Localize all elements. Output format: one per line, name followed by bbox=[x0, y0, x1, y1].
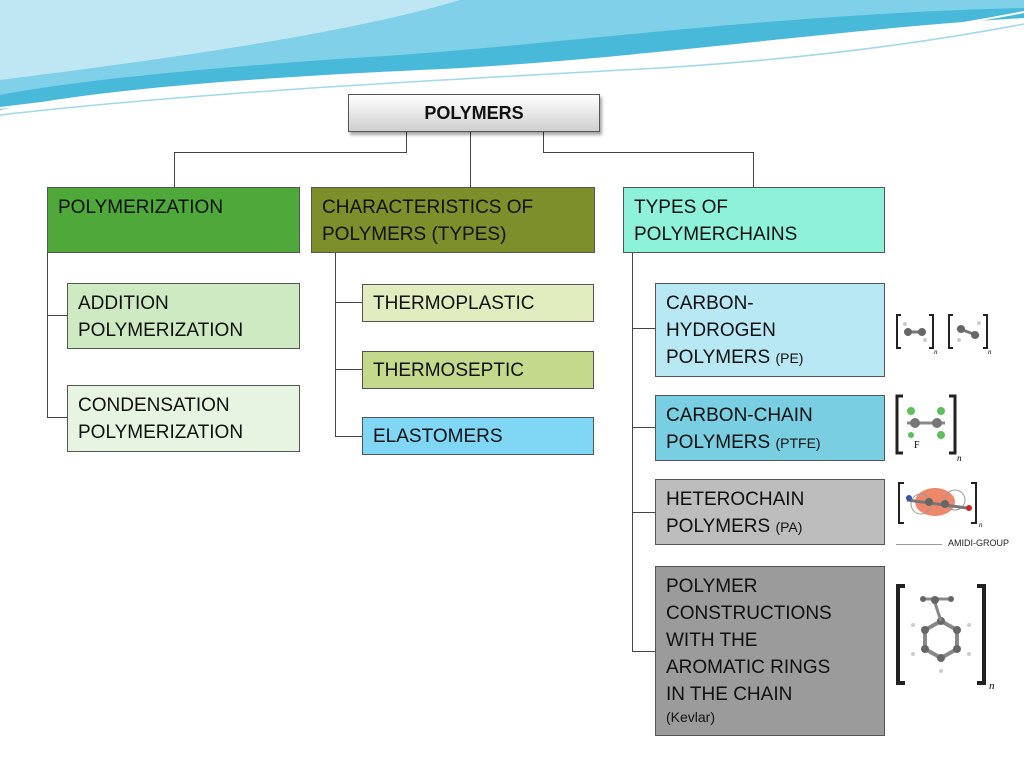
elastomers-box: ELASTOMERS bbox=[362, 417, 594, 455]
repeat-n-label: n bbox=[957, 453, 962, 463]
repeat-n-label: n bbox=[988, 348, 992, 356]
connector-line bbox=[47, 315, 67, 316]
addition-polymerization-box: ADDITION POLYMERIZATION bbox=[67, 283, 300, 349]
connector-line bbox=[335, 369, 362, 370]
carbon-chain-line2: POLYMERS bbox=[666, 432, 771, 453]
aromatic-line1: POLYMER bbox=[666, 576, 758, 597]
heterochain-line1: HETEROCHAIN bbox=[666, 489, 805, 510]
connector-line bbox=[632, 651, 655, 652]
carbon-hydrogen-line3: POLYMERS bbox=[666, 347, 771, 368]
types-line2: POLYMERCHAINS bbox=[634, 224, 798, 245]
carbon-hydrogen-abbr: (PE) bbox=[775, 350, 804, 366]
root-label: POLYMERS bbox=[424, 103, 524, 123]
thermoseptic-box: THERMOSEPTIC bbox=[362, 351, 594, 389]
connector-line bbox=[47, 252, 48, 418]
connector-line bbox=[174, 152, 407, 153]
connector-line bbox=[753, 152, 754, 187]
connector-line bbox=[543, 152, 754, 153]
ptfe-molecule-image: F n bbox=[895, 394, 962, 463]
connector-line bbox=[47, 417, 67, 418]
thermoseptic-label: THERMOSEPTIC bbox=[373, 360, 524, 381]
amidi-group-label: AMIDI-GROUP bbox=[948, 538, 1010, 548]
elastomers-label: ELASTOMERS bbox=[373, 426, 503, 447]
connector-line bbox=[174, 152, 175, 187]
connector-line bbox=[470, 131, 471, 187]
polymerization-box: POLYMERIZATION bbox=[47, 187, 300, 253]
carbon-chain-abbr: (PTFE) bbox=[775, 435, 821, 451]
addition-line2: POLYMERIZATION bbox=[78, 320, 244, 341]
heterochain-box: HETEROCHAIN POLYMERS (PA) bbox=[655, 479, 885, 545]
characteristics-line1: CHARACTERISTICS OF bbox=[322, 197, 534, 218]
carbon-chain-box: CARBON-CHAIN POLYMERS (PTFE) bbox=[655, 395, 885, 461]
connector-line bbox=[632, 252, 633, 652]
root-polymers-box: POLYMERS bbox=[348, 94, 600, 132]
polyamide-molecule-image: n bbox=[898, 482, 983, 529]
condensation-line1: CONDENSATION bbox=[78, 395, 230, 416]
heterochain-abbr: (PA) bbox=[775, 519, 803, 535]
connector-line bbox=[543, 131, 544, 153]
repeat-n-label: n bbox=[989, 680, 995, 692]
connector-line bbox=[335, 302, 362, 303]
carbon-hydrogen-line1: CARBON- bbox=[666, 293, 754, 314]
aromatic-line5: IN THE CHAIN bbox=[666, 684, 793, 705]
amidi-group-underline bbox=[896, 544, 942, 545]
connector-line bbox=[632, 328, 655, 329]
aromatic-abbr: (Kevlar) bbox=[666, 709, 716, 725]
condensation-line2: POLYMERIZATION bbox=[78, 422, 244, 443]
carbon-hydrogen-line2: HYDROGEN bbox=[666, 320, 776, 341]
addition-line1: ADDITION bbox=[78, 293, 169, 314]
polymerization-title: POLYMERIZATION bbox=[58, 197, 224, 218]
characteristics-box: CHARACTERISTICS OF POLYMERS (TYPES) bbox=[311, 187, 595, 253]
heterochain-line2: POLYMERS bbox=[666, 516, 771, 537]
connector-line bbox=[335, 252, 336, 437]
repeat-n-label: n bbox=[979, 521, 983, 529]
connector-line bbox=[335, 436, 362, 437]
connector-line bbox=[406, 131, 407, 153]
connector-line bbox=[632, 427, 655, 428]
thermoplastic-label: THERMOPLASTIC bbox=[373, 293, 535, 314]
types-of-polymerchains-box: TYPES OF POLYMERCHAINS bbox=[623, 187, 885, 253]
carbon-chain-line1: CARBON-CHAIN bbox=[666, 405, 813, 426]
aromatic-line3: WITH THE bbox=[666, 630, 758, 651]
header-wave-decoration bbox=[0, 0, 1024, 116]
kevlar-aromatic-molecule-image: n bbox=[896, 584, 995, 692]
condensation-polymerization-box: CONDENSATION POLYMERIZATION bbox=[67, 385, 300, 452]
characteristics-line2: POLYMERS (TYPES) bbox=[322, 224, 507, 245]
aromatic-line2: CONSTRUCTIONS bbox=[666, 603, 832, 624]
aromatic-line4: AROMATIC RINGS bbox=[666, 657, 831, 678]
connector-line bbox=[632, 512, 655, 513]
carbon-hydrogen-box: CARBON- HYDROGEN POLYMERS (PE) bbox=[655, 283, 885, 377]
polyethylene-molecule-image: n n bbox=[896, 314, 992, 356]
fluorine-label: F bbox=[914, 440, 920, 451]
types-line1: TYPES OF bbox=[634, 197, 728, 218]
aromatic-rings-box: POLYMER CONSTRUCTIONS WITH THE AROMATIC … bbox=[655, 566, 885, 736]
thermoplastic-box: THERMOPLASTIC bbox=[362, 284, 594, 322]
repeat-n-label: n bbox=[934, 348, 938, 356]
